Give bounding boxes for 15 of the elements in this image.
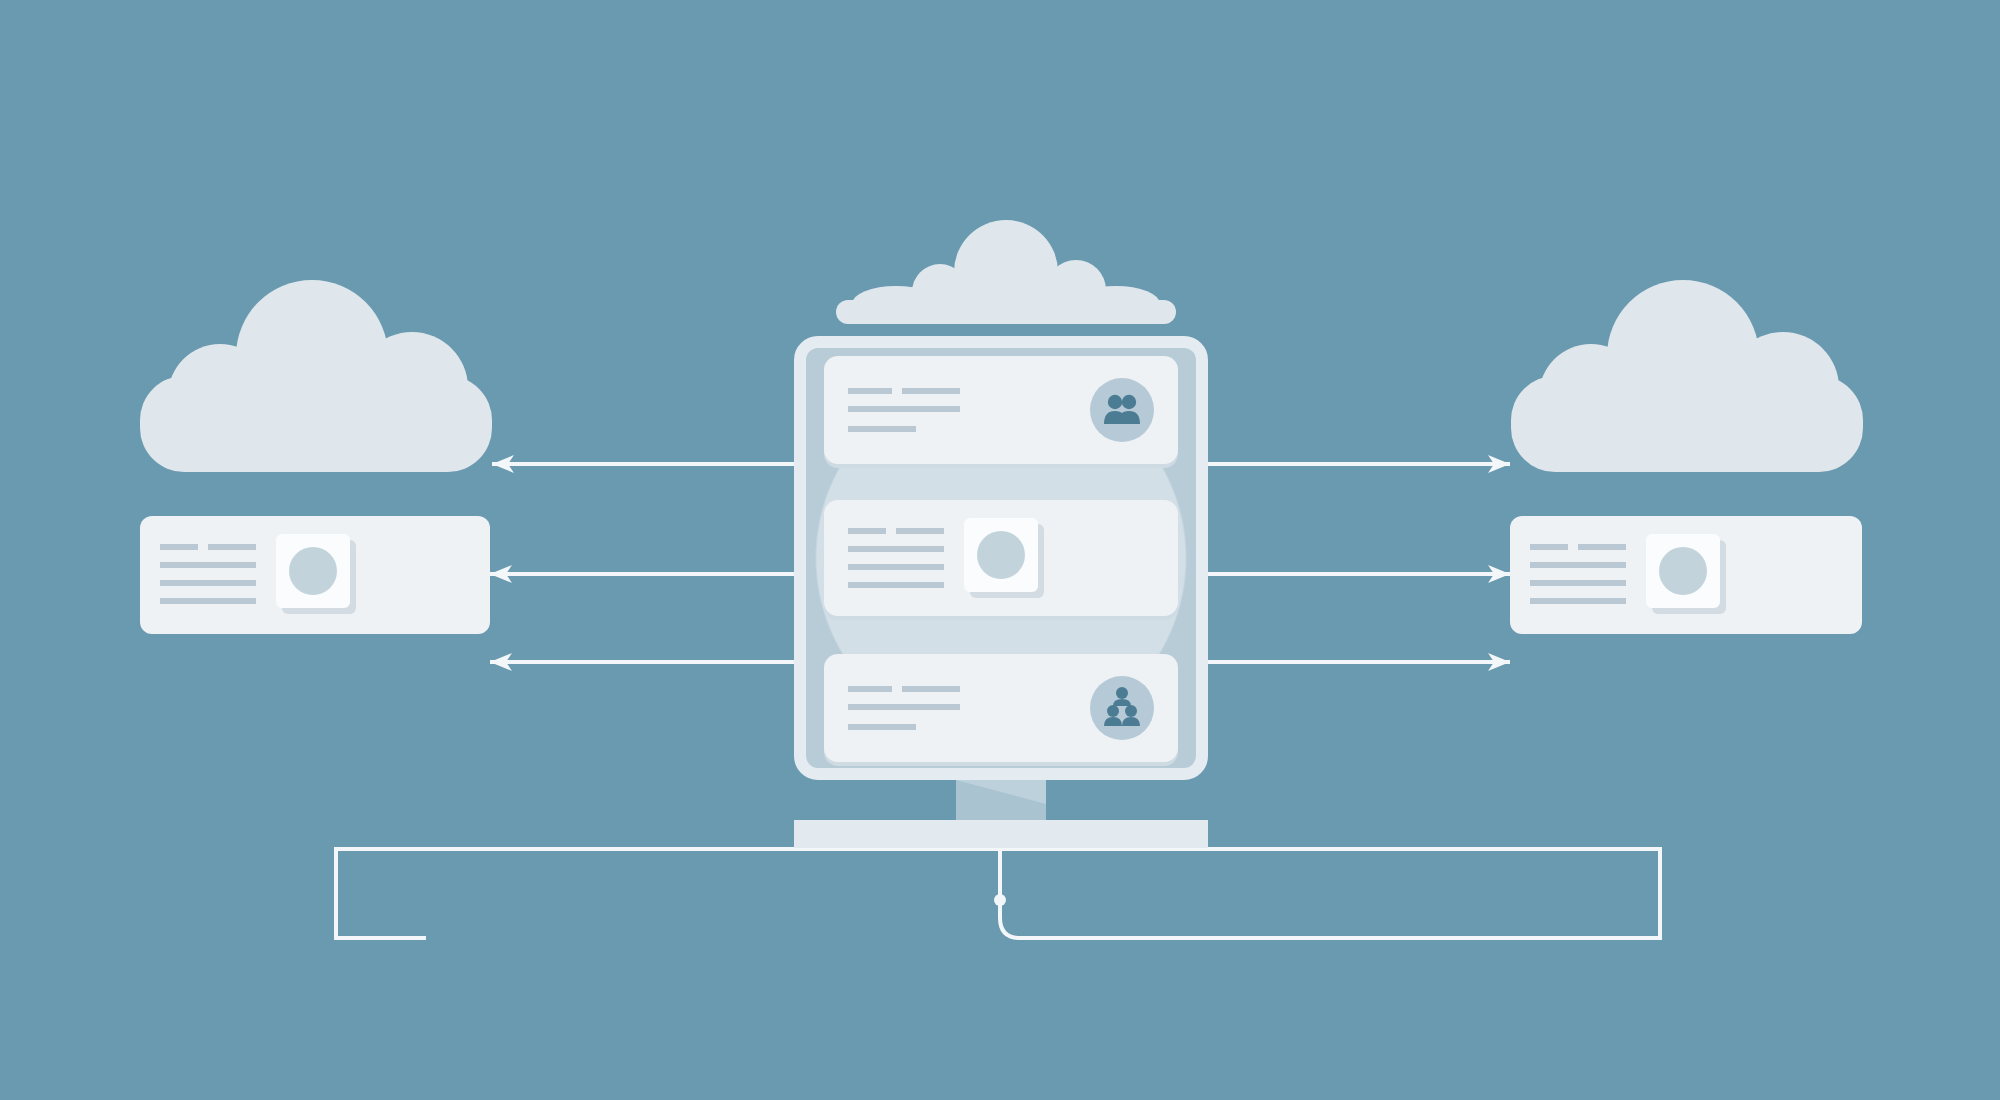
- cloud: [1510, 280, 1864, 472]
- content-card: [824, 654, 1178, 762]
- arrow: [490, 653, 794, 671]
- content-card: [1510, 516, 1862, 634]
- arrow: [1208, 653, 1510, 671]
- server-panel: [794, 336, 1208, 780]
- cloud: [140, 280, 492, 472]
- cloud: [836, 220, 1176, 324]
- arrow: [1208, 455, 1510, 473]
- content-card: [824, 500, 1178, 616]
- arrow: [490, 565, 794, 583]
- arrow: [1208, 565, 1510, 583]
- content-card: [140, 516, 490, 634]
- arrow: [492, 455, 794, 473]
- content-card: [824, 356, 1178, 464]
